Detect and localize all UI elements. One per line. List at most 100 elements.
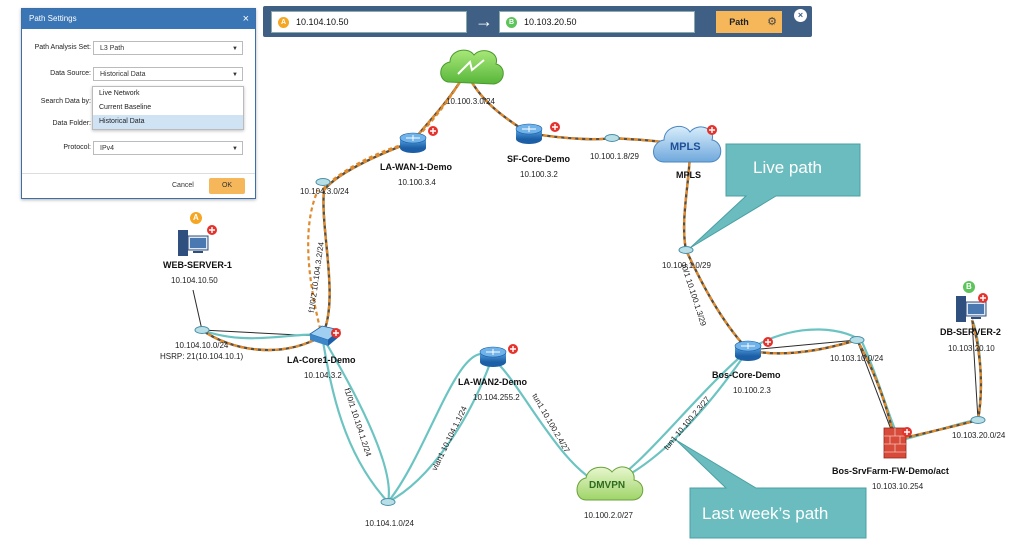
data-source-label: Data Source: <box>50 70 91 77</box>
bos-core-name[interactable]: Bos-Core-Demo <box>712 370 781 380</box>
dropdown-option-live-network[interactable]: Live Network <box>99 90 140 97</box>
subnet-label: 10.103.10.0/24 <box>830 354 884 363</box>
hub-node <box>678 246 694 254</box>
source-badge-icon: A <box>278 17 289 28</box>
la-wan1-ip: 10.100.3.4 <box>398 178 436 187</box>
router-icon <box>479 346 507 367</box>
bos-core-ip: 10.100.2.3 <box>733 386 771 395</box>
path-analysis-set-select[interactable]: L3 Path ▼ <box>93 41 243 55</box>
dialog-title: Path Settings <box>29 14 77 23</box>
la-wan2-name[interactable]: LA-WAN2-Demo <box>458 377 527 387</box>
red-plus-icon <box>978 293 988 303</box>
source-marker-label: A <box>193 213 199 222</box>
subnet-label: 10.100.1.0/29 <box>662 261 711 270</box>
cancel-button[interactable]: Cancel <box>172 182 194 189</box>
la-wan2-ip: 10.104.255.2 <box>473 393 520 402</box>
chevron-down-icon: ▼ <box>232 46 238 52</box>
live-path-callout <box>689 143 861 249</box>
last-week-callout-text: Last week’s path <box>702 504 829 523</box>
red-plus-icon <box>550 122 560 132</box>
destination-input[interactable]: B 10.103.20.50 <box>499 11 695 33</box>
protocol-value: IPv4 <box>100 145 115 152</box>
dmvpn-cloud-label: DMVPN <box>589 480 626 491</box>
red-plus-icon <box>763 337 773 347</box>
last-week-path-seg <box>321 335 390 503</box>
path-button[interactable]: Path <box>716 11 763 33</box>
data-source-value: Historical Data <box>100 71 146 78</box>
mpls-name[interactable]: MPLS <box>676 170 702 180</box>
data-source-dropdown-list: Live Network Current Baseline Historical… <box>92 86 244 130</box>
hub-node <box>970 416 986 424</box>
la-core1-name[interactable]: LA-Core1-Demo <box>287 355 356 365</box>
red-plus-icon <box>707 125 717 135</box>
path-search-bar: A 10.104.10.50 → B 10.103.20.50 Path ⚙ × <box>263 6 812 37</box>
data-source-row: Data Source: Historical Data ▼ <box>22 67 255 83</box>
red-plus-icon <box>428 126 438 136</box>
dialog-title-bar: Path Settings × <box>22 9 255 29</box>
red-plus-icon <box>508 344 518 354</box>
swap-arrow-button[interactable]: → <box>475 11 493 31</box>
data-folder-label: Data Folder: <box>52 120 91 127</box>
bos-fw-ip: 10.103.10.254 <box>872 482 924 491</box>
dropdown-option-historical-data[interactable]: Historical Data <box>93 115 243 129</box>
protocol-label: Protocol: <box>63 144 91 151</box>
hsrp-label: HSRP: 21(10.104.10.1) <box>160 352 244 361</box>
search-data-by-label: Search Data by: <box>40 98 91 105</box>
hub-node <box>194 326 210 334</box>
protocol-row: Protocol: IPv4 ▼ <box>22 141 255 157</box>
hub-node <box>315 178 331 186</box>
protocol-select[interactable]: IPv4 ▼ <box>93 141 243 155</box>
subnet-label: 10.100.3.0/24 <box>446 97 495 106</box>
data-folder-row: Data Folder: <box>22 117 255 133</box>
db-server-name[interactable]: DB-SERVER-2 <box>940 327 1001 337</box>
close-icon[interactable]: × <box>242 13 249 25</box>
router-icon <box>515 123 543 144</box>
dmvpn-cloud-icon <box>576 466 644 501</box>
router-icon <box>399 132 427 153</box>
server-icon <box>178 230 209 256</box>
source-input[interactable]: A 10.104.10.50 <box>271 11 467 33</box>
destination-marker <box>963 281 975 293</box>
subnet-label: 10.104.3.0/24 <box>300 187 349 196</box>
path-analysis-set-label: Path Analysis Set: <box>34 44 91 51</box>
source-ip-text: 10.104.10.50 <box>296 17 349 27</box>
bos-fw-name[interactable]: Bos-SrvFarm-FW-Demo/act <box>832 466 949 476</box>
server-icon <box>956 296 987 322</box>
source-marker <box>190 212 202 224</box>
web-server-ip: 10.104.10.50 <box>171 276 218 285</box>
db-server-ip: 10.103.20.10 <box>948 344 995 353</box>
path-settings-dialog: Path Settings × Path Analysis Set: L3 Pa… <box>21 8 256 199</box>
gear-icon[interactable]: ⚙ <box>762 11 782 33</box>
web-server-name[interactable]: WEB-SERVER-1 <box>163 260 232 270</box>
sf-core-name[interactable]: SF-Core-Demo <box>507 154 571 164</box>
path-analysis-set-value: L3 Path <box>100 45 125 52</box>
subnet-label: 10.103.20.0/24 <box>952 431 1006 440</box>
la-wan1-name[interactable]: LA-WAN-1-Demo <box>380 162 452 172</box>
destination-badge-icon: B <box>506 17 517 28</box>
dialog-divider <box>22 173 255 174</box>
red-plus-icon <box>207 225 217 235</box>
close-icon[interactable]: × <box>794 9 807 22</box>
subnet-label: 10.104.10.0/24 <box>175 341 229 350</box>
red-plus-icon <box>902 427 912 437</box>
hub-node <box>849 336 865 344</box>
ok-button[interactable]: OK <box>209 178 245 194</box>
hub-nodes <box>194 134 986 506</box>
search-data-by-row: Search Data by: <box>22 95 255 111</box>
mpls-cloud-icon <box>653 125 722 163</box>
dropdown-option-current-baseline[interactable]: Current Baseline <box>99 104 152 111</box>
red-plus-icon <box>331 328 341 338</box>
subnet-label: 10.100.1.8/29 <box>590 152 639 161</box>
last-week-callout <box>675 439 867 539</box>
data-source-select[interactable]: Historical Data ▼ <box>93 67 243 81</box>
hub-node <box>380 498 396 506</box>
destination-ip-text: 10.103.20.50 <box>524 17 577 27</box>
hub-node <box>604 134 620 142</box>
firewall-icon <box>883 427 907 459</box>
live-path-callout-text: Live path <box>753 158 822 177</box>
last-week-path-seg2 <box>387 357 494 503</box>
wan-cloud-icon <box>440 49 504 85</box>
alert-badges <box>207 122 988 437</box>
la-core1-ip: 10.104.3.2 <box>304 371 342 380</box>
